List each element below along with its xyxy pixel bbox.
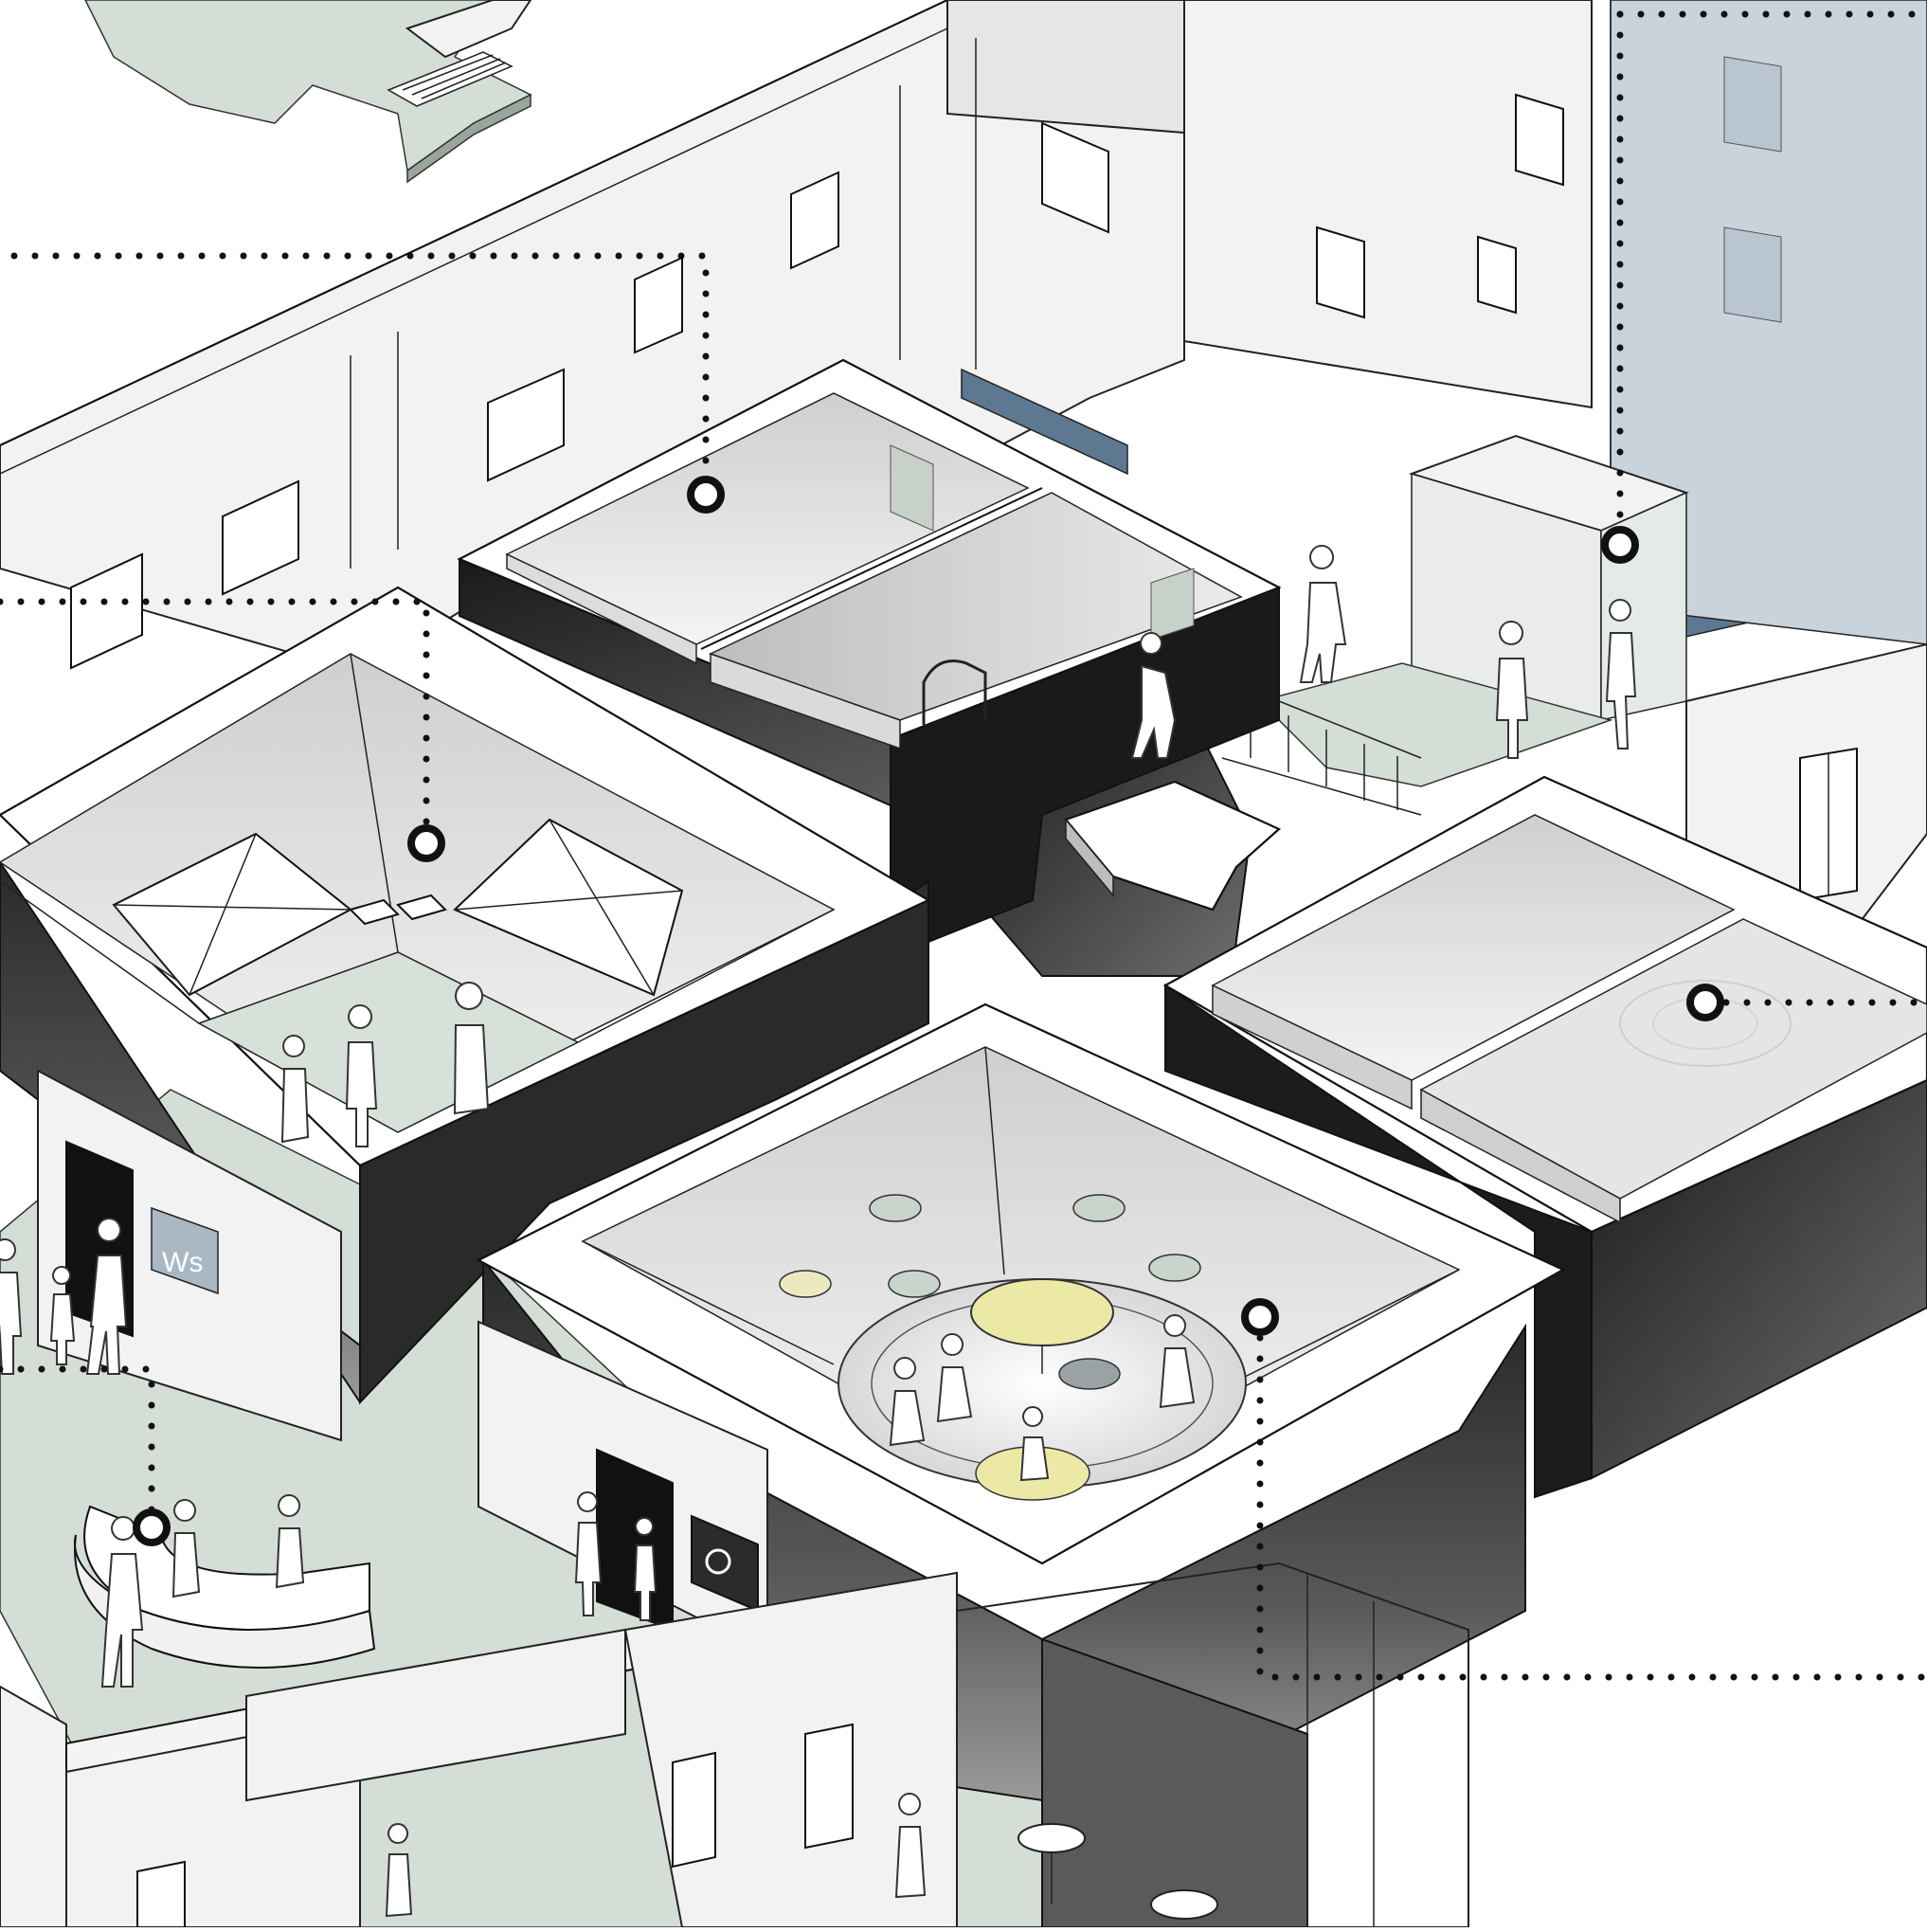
marker-entrance-corner	[1601, 526, 1639, 564]
person-figure	[889, 1357, 926, 1447]
front-building-windows	[136, 1723, 854, 1928]
person-figure	[100, 1516, 144, 1688]
rear-double-room	[457, 358, 1282, 959]
person-figure	[1019, 1406, 1050, 1482]
projection-screen-right	[453, 818, 684, 997]
person-figure	[1159, 1314, 1196, 1409]
person-figure	[936, 1333, 973, 1423]
upper-floor-slab	[84, 0, 532, 184]
projectors	[349, 894, 447, 926]
person-figure	[385, 1823, 413, 1918]
person-figure	[0, 1238, 23, 1375]
right-buildings	[1183, 0, 1927, 978]
blue-plinth-band	[961, 368, 1128, 476]
glass-pavilion	[956, 1562, 1469, 1928]
workshop-sign-label: Ws	[162, 1247, 203, 1278]
right-double-gallery	[1162, 775, 1927, 1499]
cafe-tables	[1018, 1823, 1218, 1920]
person-figure	[1130, 632, 1177, 759]
marker-rear-gallery	[687, 476, 725, 514]
person-figure	[1605, 599, 1637, 749]
person-figure	[85, 1218, 128, 1375]
person-figure	[1299, 545, 1347, 683]
annotation-markers	[133, 476, 1724, 1546]
person-figure	[574, 1491, 603, 1616]
person-figure	[49, 1266, 76, 1365]
annotation-leaders	[0, 10, 1927, 1681]
lounge-ceiling-discs	[779, 1194, 1201, 1298]
lounge-yellow-table	[970, 1278, 1114, 1346]
person-figure	[275, 1494, 305, 1589]
person-figure	[633, 1517, 657, 1621]
person-figure	[1495, 621, 1529, 759]
person-figure	[280, 1035, 310, 1144]
person-figure	[345, 1004, 378, 1147]
people	[0, 545, 1637, 1918]
projection-room	[0, 586, 931, 1405]
marker-right-gallery	[1686, 984, 1724, 1021]
marker-lounge-room	[1241, 1298, 1279, 1336]
person-figure	[171, 1499, 201, 1598]
workshop-sign: Ws	[151, 1206, 219, 1295]
marker-projection-room	[407, 824, 445, 862]
front-buildings	[0, 1562, 1469, 1928]
person-figure	[453, 982, 490, 1115]
marker-reception	[133, 1508, 171, 1546]
slab-stair	[387, 51, 513, 107]
person-figure	[894, 1793, 927, 1899]
